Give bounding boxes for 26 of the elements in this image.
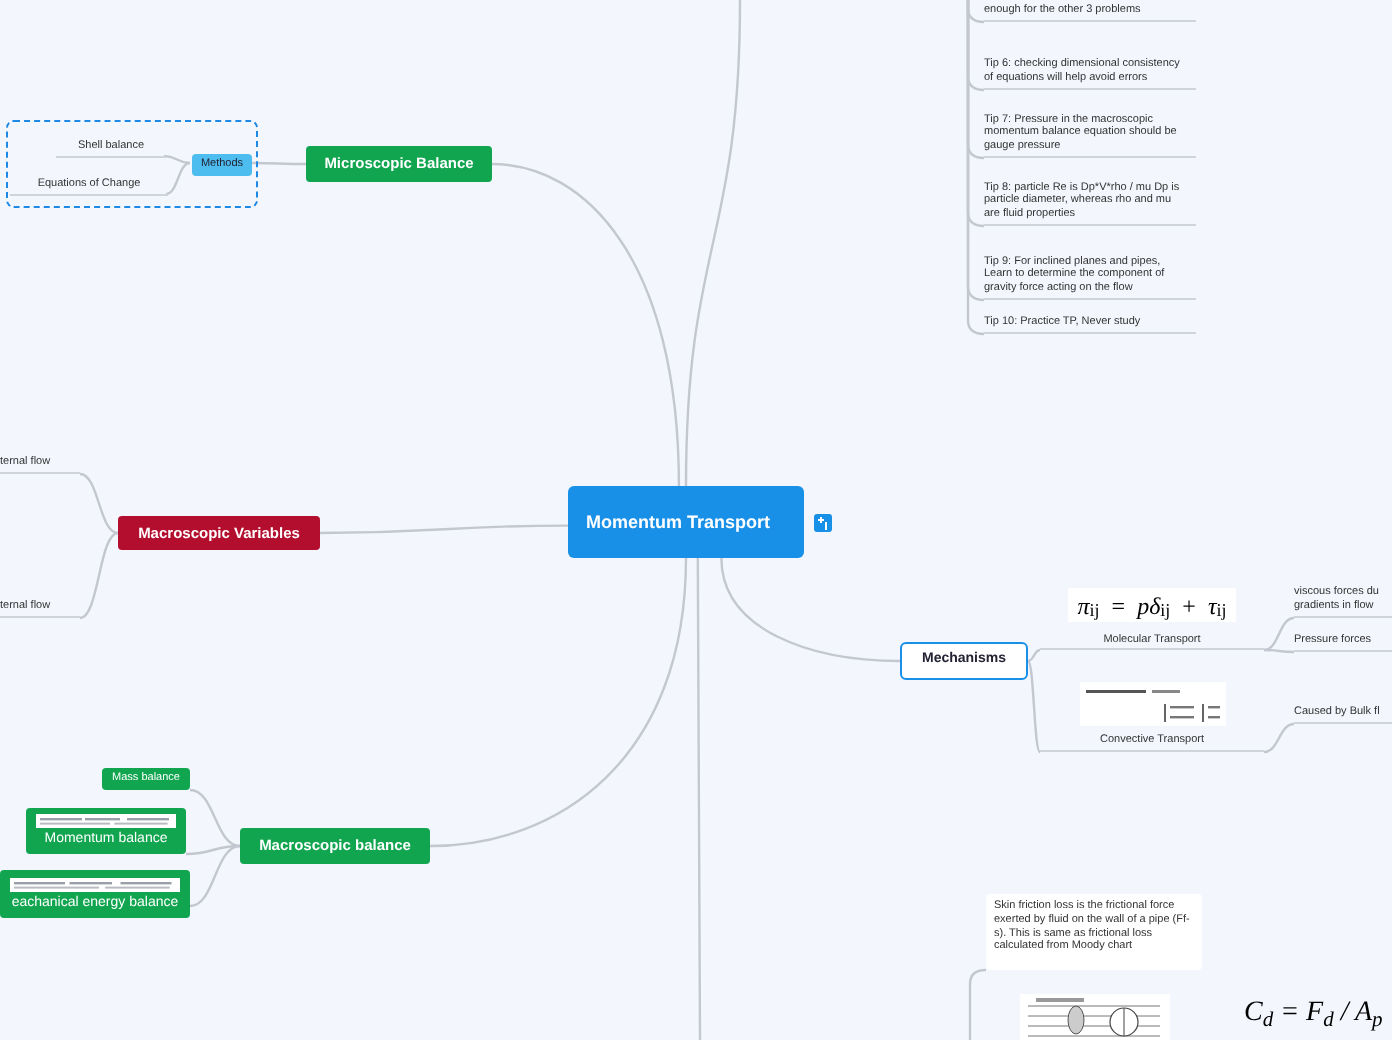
topic-box (26, 808, 186, 854)
boundary-box (6, 120, 258, 208)
connector-line (250, 161, 306, 166)
connector-line (163, 154, 191, 165)
central-topic: Momentum Transport (568, 486, 804, 558)
connector-line (165, 161, 191, 196)
connector-line (320, 524, 568, 535)
connector-line (1027, 660, 1041, 753)
connector-line (1027, 648, 1041, 663)
connector-line (185, 844, 241, 856)
connector-line (696, 558, 702, 1040)
connector-line (1264, 648, 1294, 654)
connector-line (720, 557, 901, 663)
connector-line (429, 557, 688, 848)
connector-line (189, 844, 241, 908)
connector-line (968, 968, 987, 1040)
connector-line (1263, 722, 1295, 754)
connector-line (1263, 616, 1295, 652)
connector-line (491, 162, 681, 487)
formula: C$_{d}$ = F$_{d}$ / A$_{p}$ (1244, 996, 1383, 1034)
connector-line (79, 472, 119, 535)
connector-line (189, 788, 241, 848)
connector-line (684, 0, 742, 487)
topic-box (0, 870, 190, 918)
connector-line (79, 531, 119, 620)
formula: π$_{ij}$ = pδ$_{ij}$ + τ$_{ij}$ (1067, 588, 1237, 622)
